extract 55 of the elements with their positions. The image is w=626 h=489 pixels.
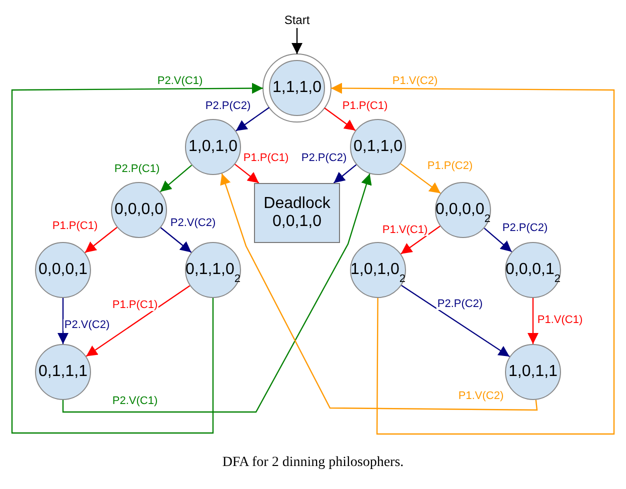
state-box xyxy=(254,183,340,243)
edge-label: P1.V(C1) xyxy=(381,224,429,236)
edge-label: P1.V(C1) xyxy=(536,314,584,326)
transition-arrow xyxy=(86,285,190,357)
edge-label: P1.P(C1) xyxy=(341,100,389,112)
transition-arrow xyxy=(400,163,441,194)
state-circle xyxy=(269,60,325,116)
transition-arrow xyxy=(84,226,118,254)
transition-arrow xyxy=(234,164,260,184)
state-label: 0,0,1,0 xyxy=(272,213,322,231)
state-label: 1,0,1,0 xyxy=(188,138,238,156)
transition-arrow xyxy=(236,107,270,132)
edge-label: P1.P(C1) xyxy=(51,220,99,232)
transition-arrow xyxy=(331,82,615,435)
transition-arrow xyxy=(484,228,512,252)
state-circle xyxy=(185,119,241,175)
transition-arrow xyxy=(62,174,372,413)
edge-label: P1.P(C1) xyxy=(111,299,159,311)
edge-label: P2.V(C1) xyxy=(156,75,204,87)
transition-arrow xyxy=(292,28,302,54)
transition-arrow xyxy=(160,164,192,192)
state-label: 1,0,1,1 xyxy=(508,363,558,381)
edge-label: P1.P(C1) xyxy=(242,152,290,164)
state-label: 0,1,1,1 xyxy=(38,363,88,381)
transition-arrow xyxy=(324,108,356,131)
state-label: 0,0,0,1 xyxy=(38,261,88,279)
transition-arrow xyxy=(528,298,538,344)
state-circle xyxy=(435,182,491,238)
state-label: 0,0,0,0 xyxy=(114,201,164,219)
state-circle xyxy=(185,242,241,298)
state-label: 0,1,1,0 xyxy=(354,138,402,156)
transition-arrow xyxy=(220,173,538,411)
transition-arrow xyxy=(11,82,263,434)
transition-arrow xyxy=(333,164,357,184)
edge-label: P2.P(C1) xyxy=(113,163,161,175)
state-circle xyxy=(350,119,406,175)
state-circle xyxy=(350,242,406,298)
edge-label: P2.V(C2) xyxy=(169,217,217,229)
state-label: Deadlock xyxy=(264,195,330,213)
transition-arrow xyxy=(58,298,68,344)
edge-label: P2.V(C2) xyxy=(63,319,111,331)
start-label: Start xyxy=(277,12,317,28)
edge-label: P2.P(C2) xyxy=(300,152,348,164)
caption: DFA for 2 dinning philosophers. xyxy=(221,455,405,471)
edge-label: P2.P(C2) xyxy=(501,222,549,234)
edge-label: P2.P(C2) xyxy=(436,298,484,310)
edge-label: P1.P(C2) xyxy=(426,160,474,172)
transition-arrow xyxy=(400,226,440,254)
state-label: 1,1,1,0 xyxy=(272,79,322,97)
edge-label: P2.V(C1) xyxy=(111,395,159,407)
edge-label: P1.V(C2) xyxy=(391,75,439,87)
edge-label: P2.P(C2) xyxy=(204,100,252,112)
state-circle xyxy=(111,182,167,238)
transition-arrow xyxy=(160,227,192,253)
edge-label: P1.V(C2) xyxy=(457,390,505,402)
